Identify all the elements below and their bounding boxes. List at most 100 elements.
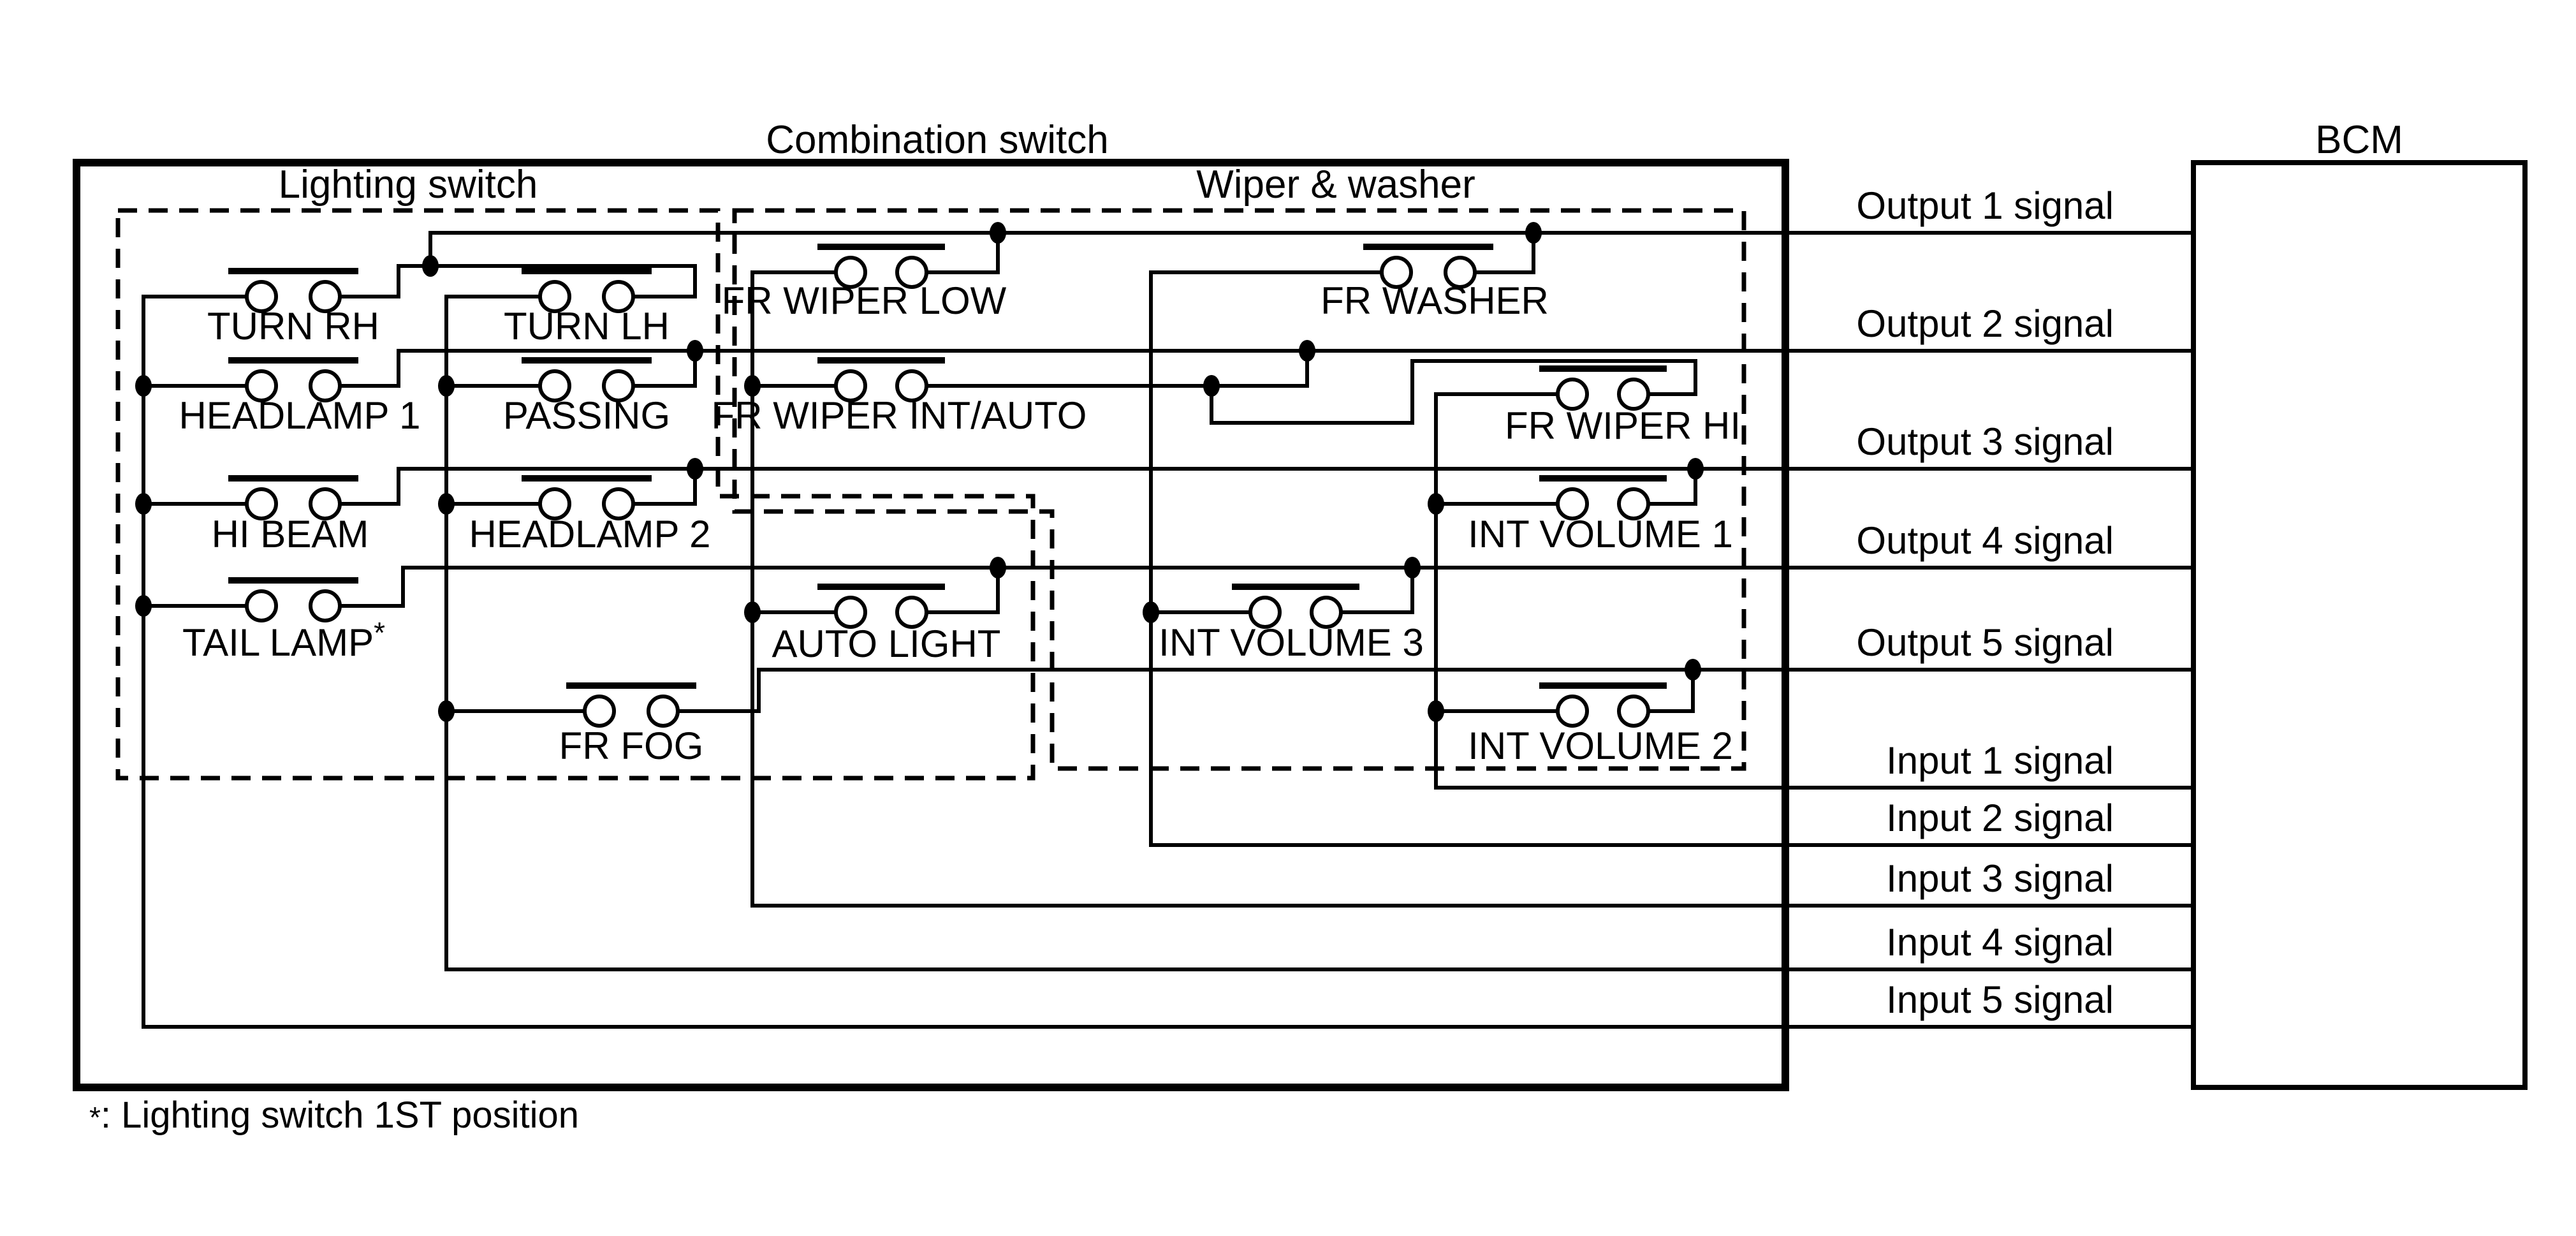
switch-label: INT VOLUME 1	[1468, 513, 1733, 555]
contact-icon	[1380, 256, 1413, 289]
switch-label: AUTO LIGHT	[772, 622, 1001, 665]
turn-switch-link-wire	[340, 264, 697, 298]
junction-dots	[135, 222, 1704, 722]
contact-icon	[309, 369, 342, 402]
switch-fr-wiper-int-auto: FR WIPER INT/AUTO	[712, 357, 1087, 437]
junction-dot	[1525, 222, 1542, 244]
switch-label: TURN RH	[207, 305, 379, 348]
switch-label: FR WIPER LOW	[722, 279, 1007, 322]
contact-icon	[245, 589, 278, 622]
switch-headlamp-1: HEADLAMP 1	[179, 357, 421, 437]
junction-dot	[422, 255, 439, 277]
contact-icon	[1556, 378, 1589, 411]
switch-turn-lh: TURN LH	[504, 268, 670, 348]
switch-fr-wiper-hi: FR WIPER HI	[1505, 365, 1741, 447]
contact-icon	[245, 369, 278, 402]
fr-wiper-int-auto-output-wire	[926, 351, 1309, 388]
switch-passing: PASSING	[503, 357, 670, 437]
output-2-signal-label: Output 2 signal	[1856, 302, 2114, 345]
junction-dot	[687, 340, 703, 362]
switch-label: FR WIPER HI	[1505, 404, 1741, 447]
input-3-bus-wire	[750, 270, 2193, 908]
contact-icon	[602, 487, 635, 520]
output-4-signal-label: Output 4 signal	[1856, 519, 2114, 562]
input-3-signal-label: Input 3 signal	[1886, 857, 2114, 900]
switch-label: INT VOLUME 2	[1468, 725, 1733, 767]
input-4-bus-wire	[444, 295, 2193, 971]
junction-dot	[1203, 375, 1220, 397]
output-1-signal-label: Output 1 signal	[1856, 184, 2114, 227]
junction-dot	[1143, 601, 1159, 623]
junction-dot	[135, 493, 152, 515]
bcm-box	[2191, 160, 2528, 1090]
combination-switch-box	[73, 159, 1789, 1091]
footnote: *: Lighting switch 1ST position	[89, 1094, 579, 1136]
output-1-line	[428, 231, 2193, 266]
int-volume-1-output-wire	[1648, 469, 1697, 506]
contact-icon	[834, 596, 867, 629]
lighting-section-label: Lighting switch	[279, 163, 538, 207]
output-3-line	[340, 467, 2193, 506]
lighting-switch-dashed-boundary	[115, 208, 1036, 781]
contact-icon	[309, 589, 342, 622]
switch-label: FR FOG	[559, 725, 704, 767]
input-5-signal-label: Input 5 signal	[1886, 978, 2114, 1021]
contact-icon	[1310, 596, 1343, 629]
switch-label: HEADLAMP 2	[469, 513, 710, 555]
junction-dot	[990, 557, 1006, 578]
contact-icon	[602, 369, 635, 402]
switch-label: HI BEAM	[212, 513, 369, 555]
contact-icon	[602, 280, 635, 313]
junction-dot	[1428, 700, 1444, 722]
switch-headlamp-2: HEADLAMP 2	[469, 475, 711, 555]
contact-icon	[1617, 695, 1650, 728]
junction-dot	[990, 222, 1006, 244]
contact-icon	[895, 369, 928, 402]
fr-wiper-hi-link-wire	[1210, 359, 1697, 425]
switch-label: TURN LH	[504, 305, 670, 348]
junction-dot	[687, 458, 703, 480]
contact-icon	[583, 695, 616, 728]
junction-dot	[438, 375, 455, 397]
contact-icon	[834, 256, 867, 289]
output-5-signal-label: Output 5 signal	[1856, 621, 2114, 664]
contact-icon	[895, 596, 928, 629]
input-5-bus-wire	[142, 295, 2193, 1029]
contact-icon	[1248, 596, 1282, 629]
headlamp-2-output-wire	[633, 469, 697, 506]
switch-fr-wiper-low: FR WIPER LOW	[722, 244, 1007, 322]
switch-fr-fog: FR FOG	[559, 682, 704, 767]
contact-icon	[647, 695, 680, 728]
diagram-title: Combination switch	[766, 118, 1109, 162]
contact-icon	[538, 280, 571, 313]
switch-auto-light: AUTO LIGHT	[772, 584, 1001, 665]
switch-int-volume-1: INT VOLUME 1	[1468, 475, 1733, 555]
junction-dot	[744, 375, 761, 397]
int-volume-3-output-wire	[1341, 568, 1414, 614]
switch-hi-beam: HI BEAM	[212, 475, 369, 555]
junction-dot	[135, 375, 152, 397]
contact-icon	[1556, 487, 1589, 520]
input-1-bus-wire	[1434, 392, 2193, 790]
input-2-signal-label: Input 2 signal	[1886, 797, 2114, 839]
auto-light-output-wire	[926, 568, 1000, 614]
int-volume-2-output-wire	[1648, 670, 1695, 713]
bcm-label: BCM	[2315, 118, 2403, 162]
input-4-signal-label: Input 4 signal	[1886, 921, 2114, 964]
switch-int-volume-2: INT VOLUME 2	[1468, 682, 1733, 767]
switch-turn-rh: TURN RH	[207, 268, 379, 348]
switch-label: FR WASHER	[1321, 279, 1549, 322]
junction-dot	[744, 601, 761, 623]
fr-wiper-low-output-wire	[926, 233, 1000, 274]
contact-icon	[538, 487, 571, 520]
input-1-signal-label: Input 1 signal	[1886, 739, 2114, 782]
contact-icon	[309, 487, 342, 520]
contact-icon	[309, 280, 342, 313]
junction-dot	[1404, 557, 1421, 578]
switch-label: TAIL LAMP*	[182, 616, 385, 664]
switch-label: HEADLAMP 1	[179, 394, 420, 437]
junction-dot	[1685, 659, 1701, 681]
junction-dot	[135, 595, 152, 617]
